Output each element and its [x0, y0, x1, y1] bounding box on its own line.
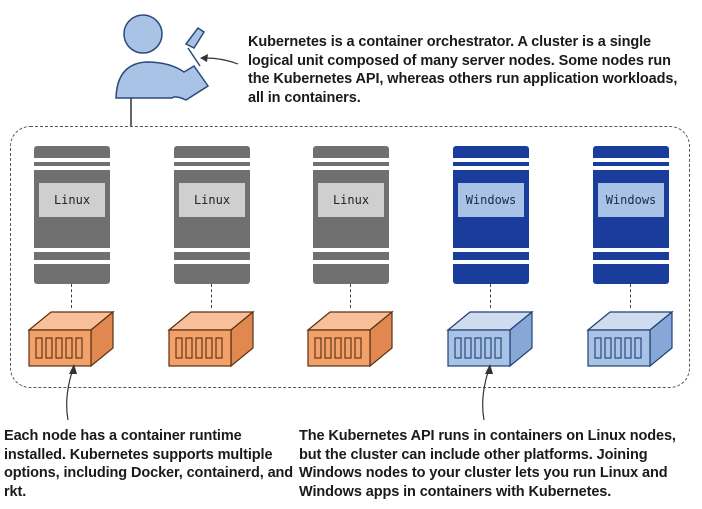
shipping-container-icon	[27, 310, 115, 368]
bottom-right-caption: The Kubernetes API runs in containers on…	[299, 428, 676, 500]
node-connector	[71, 284, 72, 308]
node-connector	[350, 284, 351, 308]
server-node-1: Linux	[34, 146, 110, 284]
server-node-label: Linux	[39, 183, 105, 217]
server-node-label: Linux	[318, 183, 384, 217]
bottom-left-caption: Each node has a container runtime instal…	[4, 428, 294, 500]
server-node-5: Windows	[593, 146, 669, 284]
server-node-label: Linux	[179, 183, 245, 217]
shipping-container-icon	[446, 310, 534, 368]
server-node-4: Windows	[453, 146, 529, 284]
node-connector	[490, 284, 491, 308]
top-caption: Kubernetes is a container orchestrator. …	[248, 34, 678, 106]
server-node-2: Linux	[174, 146, 250, 284]
shipping-container-icon	[586, 310, 674, 368]
cluster-boundary	[10, 126, 690, 388]
shipping-container-icon	[167, 310, 255, 368]
node-connector	[630, 284, 631, 308]
server-node-label: Windows	[458, 183, 524, 217]
node-connector	[211, 284, 212, 308]
server-node-label: Windows	[598, 183, 664, 217]
server-node-3: Linux	[313, 146, 389, 284]
shipping-container-icon	[306, 310, 394, 368]
